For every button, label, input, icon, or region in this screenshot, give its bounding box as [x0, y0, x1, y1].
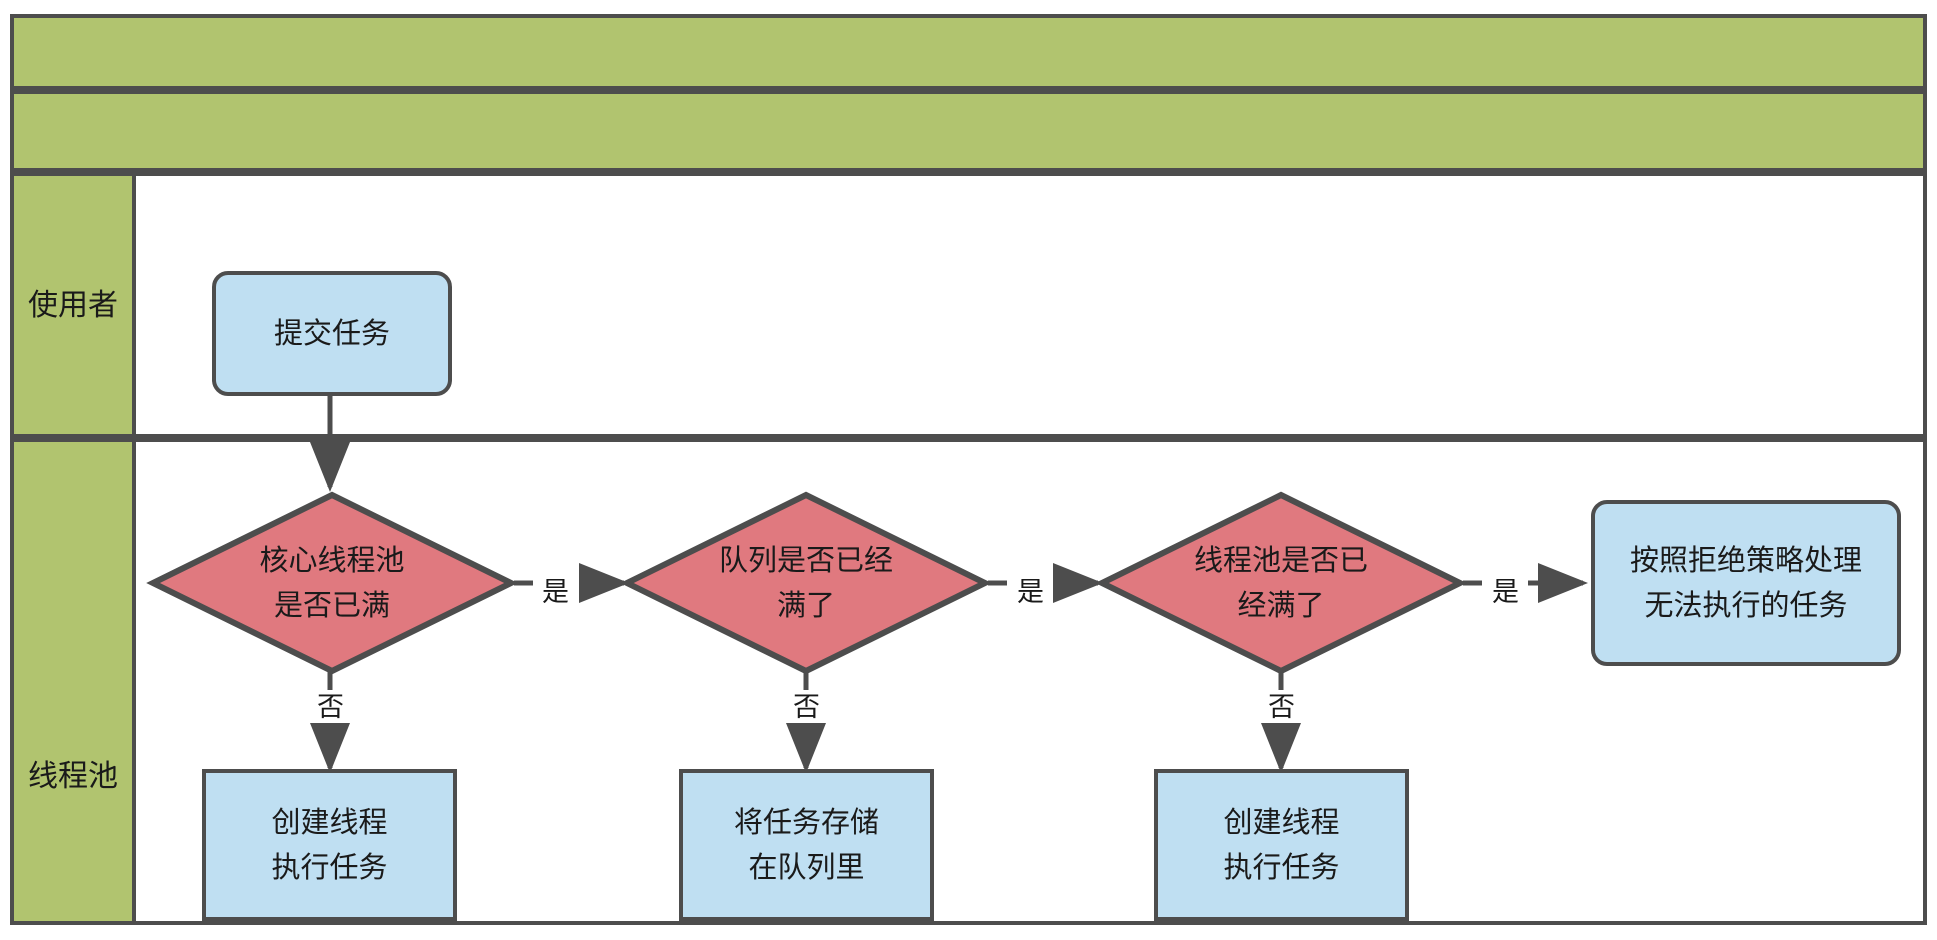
node-create-thread-1[interactable]: 创建线程 执行任务 — [202, 769, 457, 921]
edge-label-d1-create1-no: 否 — [317, 692, 344, 723]
node-create-thread-1-line-2: 执行任务 — [271, 850, 388, 884]
title-band-second — [10, 90, 1927, 172]
node-submit-task[interactable]: 提交任务 — [212, 271, 452, 396]
node-decision-core-pool-full[interactable]: 核心线程池 是否已满 — [146, 491, 518, 675]
decision-diamond-shape — [1095, 491, 1467, 675]
edge-label-d3-create2-no: 否 — [1268, 692, 1295, 723]
node-reject-policy[interactable]: 按照拒绝策略处理 无法执行的任务 — [1591, 500, 1901, 666]
node-store-task-in-queue[interactable]: 将任务存储 在队列里 — [679, 769, 934, 921]
node-decision-pool-full[interactable]: 线程池是否已 经满了 — [1095, 491, 1467, 675]
lane-header-user: 使用者 — [10, 172, 136, 438]
lane-label-user: 使用者 — [28, 287, 118, 323]
node-create-thread-1-line-1: 创建线程 — [271, 805, 388, 840]
node-create-thread-2[interactable]: 创建线程 执行任务 — [1154, 769, 1409, 921]
edge-label-d2-enqueue-no: 否 — [793, 692, 820, 723]
decision-diamond-shape — [620, 491, 992, 675]
node-create-thread-2-line-2: 执行任务 — [1223, 850, 1340, 884]
node-create-thread-2-line-1: 创建线程 — [1223, 805, 1340, 840]
decision-diamond-shape — [146, 491, 518, 675]
node-store-task-line-2: 在队列里 — [748, 850, 865, 884]
title-band-top — [10, 14, 1927, 90]
node-submit-task-line-1: 提交任务 — [273, 316, 390, 351]
node-decision-queue-full[interactable]: 队列是否已经 满了 — [620, 491, 992, 675]
node-reject-policy-line-2: 无法执行的任务 — [1644, 588, 1848, 622]
edge-label-d1-d2-yes: 是 — [542, 577, 569, 608]
lane-header-threadpool: 线程池 — [10, 438, 136, 925]
edge-label-d3-reject-yes: 是 — [1492, 577, 1519, 608]
edge-label-d2-d3-yes: 是 — [1017, 577, 1044, 608]
lane-label-threadpool: 线程池 — [28, 759, 118, 794]
node-reject-policy-line-1: 按照拒绝策略处理 — [1629, 543, 1862, 578]
node-store-task-line-1: 将任务存储 — [733, 805, 879, 840]
